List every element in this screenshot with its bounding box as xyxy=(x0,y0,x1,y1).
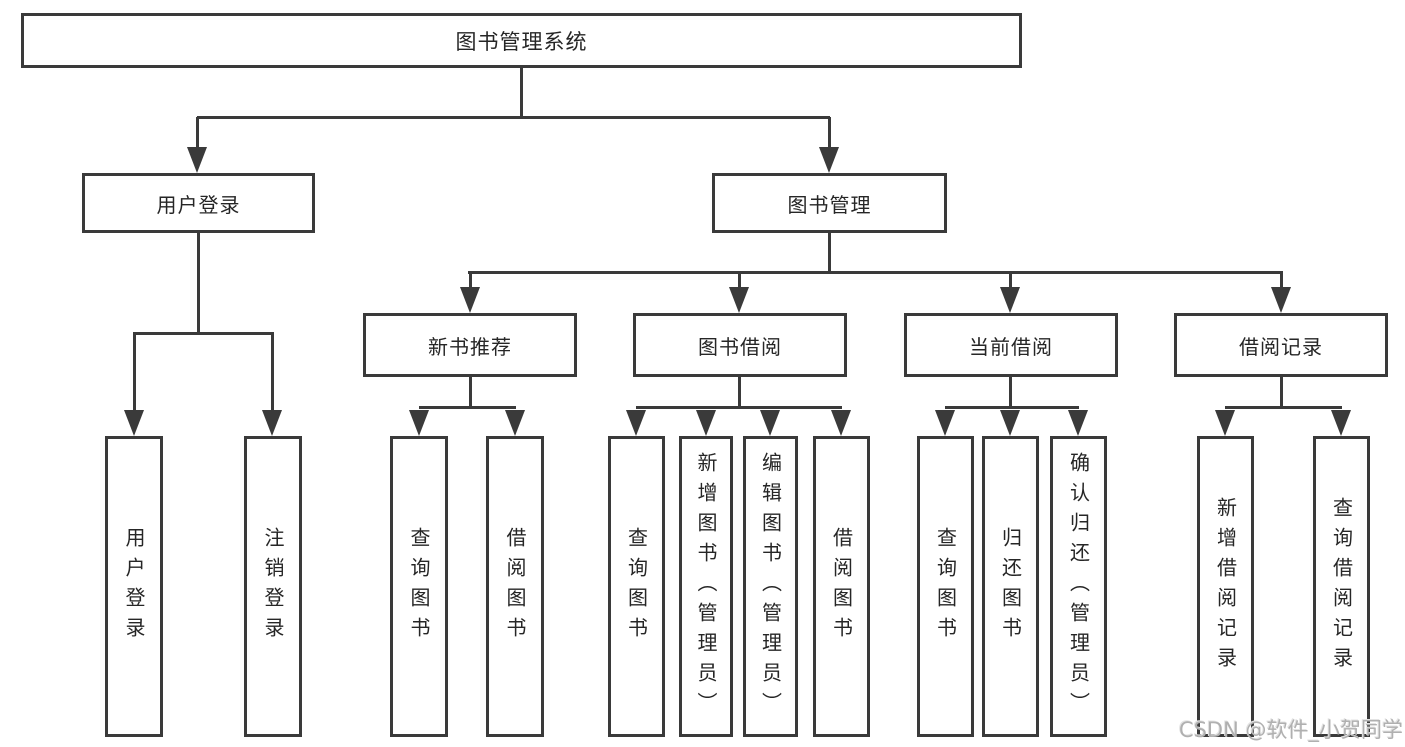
leaf-borrow-books-recommend: 借阅图书 xyxy=(486,436,544,737)
arrowhead-down xyxy=(696,410,716,436)
node-book-borrowing: 图书借阅 xyxy=(633,313,847,377)
node-label: 注销登录 xyxy=(261,526,285,647)
arrowhead-down xyxy=(1000,410,1020,436)
leaf-query-books-borrowing: 查询图书 xyxy=(608,436,665,737)
node-label: 当前借阅 xyxy=(969,334,1053,359)
connector-level1-branch xyxy=(197,116,830,119)
connector-borrow-records-stem xyxy=(1280,377,1283,409)
connector-borrow-records-branch xyxy=(1225,406,1342,409)
arrowhead-down xyxy=(760,410,780,436)
leaf-return-books: 归还图书 xyxy=(982,436,1039,737)
arrowhead-down xyxy=(460,287,480,313)
leaf-user-login: 用户登录 xyxy=(105,436,163,737)
connector-drop-logout-leaf xyxy=(271,332,274,412)
arrowhead-down xyxy=(1271,287,1291,313)
connector-user-login-branch xyxy=(134,332,274,335)
leaf-query-borrow-record: 查询借阅记录 xyxy=(1313,436,1370,737)
node-label: 查询图书 xyxy=(407,526,431,647)
connector-drop-book-borrow xyxy=(738,272,741,289)
arrowhead-down xyxy=(626,410,646,436)
connector-drop-current-borrow xyxy=(1009,272,1012,289)
node-label: 查询图书 xyxy=(624,526,649,647)
arrowhead-down xyxy=(187,147,207,173)
connector-drop-login-leaf xyxy=(133,332,136,412)
node-label: 图书管理系统 xyxy=(455,29,588,54)
connector-root-stem xyxy=(520,68,523,118)
connector-book-borrow-stem xyxy=(738,377,741,409)
node-label: 查询图书 xyxy=(933,526,958,647)
node-label: 新书推荐 xyxy=(428,334,512,359)
leaf-confirm-return-admin: 确认归还（管理员） xyxy=(1050,436,1107,737)
arrowhead-down xyxy=(819,147,839,173)
connector-new-book-branch xyxy=(419,406,516,409)
connector-drop-book-management xyxy=(828,117,831,153)
connector-new-book-stem xyxy=(469,377,472,409)
leaf-add-borrow-record: 新增借阅记录 xyxy=(1197,436,1254,737)
arrowhead-down xyxy=(124,410,144,436)
connector-current-borrow-branch xyxy=(945,406,1079,409)
leaf-borrow-books: 借阅图书 xyxy=(813,436,870,737)
arrowhead-down xyxy=(262,410,282,436)
node-current-borrowing: 当前借阅 xyxy=(904,313,1118,377)
node-label: 借阅图书 xyxy=(829,526,854,647)
arrowhead-down xyxy=(831,410,851,436)
connector-drop-new-book xyxy=(469,272,472,289)
leaf-add-books-admin: 新增图书（管理员） xyxy=(679,436,733,737)
connector-drop-borrow-records xyxy=(1280,272,1283,289)
arrowhead-down xyxy=(1000,287,1020,313)
leaf-edit-books-admin: 编辑图书（管理员） xyxy=(743,436,798,737)
arrowhead-down xyxy=(729,287,749,313)
node-label: 图书借阅 xyxy=(698,334,782,359)
arrowhead-down xyxy=(1215,410,1235,436)
arrowhead-down xyxy=(1331,410,1351,436)
arrowhead-down xyxy=(935,410,955,436)
node-label: 用户登录 xyxy=(122,526,146,647)
arrowhead-down xyxy=(1068,410,1088,436)
node-label: 归还图书 xyxy=(998,526,1023,647)
connector-book-management-branch xyxy=(468,271,1283,274)
connector-book-management-stem xyxy=(828,233,831,274)
node-label: 借阅图书 xyxy=(503,526,527,647)
arrowhead-down xyxy=(409,410,429,436)
connector-drop-user-login xyxy=(196,117,199,153)
node-label: 图书管理 xyxy=(787,192,872,217)
arrowhead-down xyxy=(505,410,525,436)
node-label: 新增图书（管理员） xyxy=(694,451,718,722)
node-book-management: 图书管理 xyxy=(712,173,947,233)
node-user-login: 用户登录 xyxy=(82,173,315,233)
leaf-query-books-recommend: 查询图书 xyxy=(390,436,448,737)
node-library-management-system: 图书管理系统 xyxy=(21,13,1022,68)
node-new-book-recommendation: 新书推荐 xyxy=(363,313,577,377)
leaf-logout: 注销登录 xyxy=(244,436,302,737)
node-label: 编辑图书（管理员） xyxy=(758,451,783,722)
connector-current-borrow-stem xyxy=(1009,377,1012,409)
node-label: 确认归还（管理员） xyxy=(1066,451,1091,722)
node-label: 用户登录 xyxy=(156,192,241,217)
node-label: 借阅记录 xyxy=(1239,334,1323,359)
leaf-query-books-current: 查询图书 xyxy=(917,436,974,737)
node-label: 查询借阅记录 xyxy=(1329,496,1354,677)
connector-book-borrow-branch xyxy=(636,406,842,409)
node-borrowing-records: 借阅记录 xyxy=(1174,313,1388,377)
node-label: 新增借阅记录 xyxy=(1213,496,1238,677)
connector-user-login-stem xyxy=(197,233,200,334)
csdn-watermark: CSDN @软件_小贺同学 xyxy=(1178,718,1403,742)
